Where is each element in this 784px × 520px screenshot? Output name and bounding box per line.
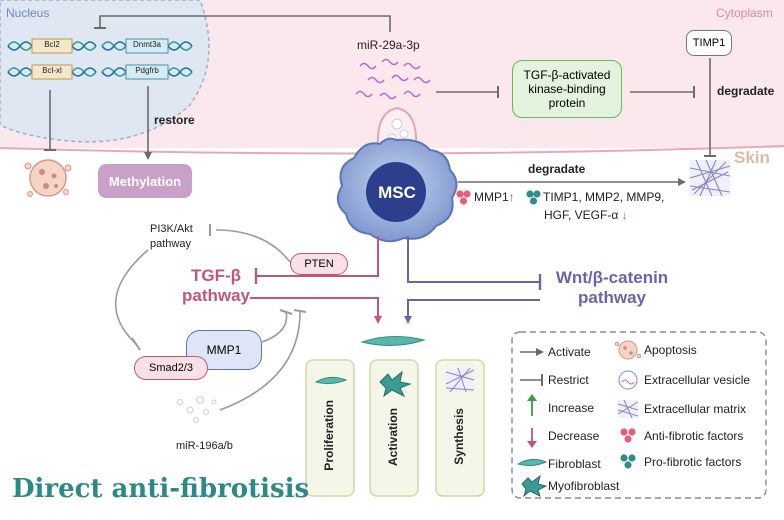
panel-synthesis	[435, 359, 485, 497]
legend-increase: Increase	[548, 401, 595, 415]
wnt-restrict-line	[407, 236, 540, 283]
vesicle	[399, 129, 409, 139]
decrease-arrow-icon: ↓	[621, 208, 628, 222]
vesicle-legend-mirna-icon	[621, 379, 635, 385]
mir196-restrict-bar	[293, 309, 307, 313]
gene-box-bcl2	[31, 38, 73, 54]
legend-restrict: Restrict	[548, 373, 589, 387]
legend-apoptosis: Apoptosis	[644, 343, 697, 357]
pi3k-smad-restrict-line	[114, 249, 149, 345]
mir196-restrict-line	[219, 311, 301, 411]
gene-box-pdgfrb	[125, 64, 169, 80]
msc-cell	[336, 137, 458, 243]
mirna-196-label: miR-196a/b	[176, 440, 233, 452]
vesicle	[391, 118, 403, 130]
mirna-196-vesicles	[177, 396, 217, 423]
gene-box-dnmt3a	[125, 38, 169, 54]
central-fibroblast	[360, 336, 426, 346]
mirna-29-label: miR-29a-3p	[357, 38, 420, 52]
legend-pro-fibrotic: Pro-fibrotic factors	[644, 455, 742, 469]
mmp1-tgf-restrict-line	[261, 311, 288, 343]
legend-fibroblast: Fibroblast	[548, 457, 601, 471]
tgfb-activate-arrow	[250, 297, 382, 324]
methylation-box: Methylation	[98, 164, 192, 198]
fibroblast-icon	[314, 376, 348, 385]
restore-label: restore	[154, 113, 195, 127]
activation-label: Activation	[386, 408, 400, 467]
matrix-legend-icon	[617, 399, 639, 419]
factor-hgf-vegf: HGF, VEGF-α	[544, 208, 619, 222]
anti-fibrotic-dots-inline	[456, 190, 471, 205]
pi3k-smad-restrict-bar	[131, 337, 141, 351]
proliferation-label: Proliferation	[322, 400, 336, 471]
gene-dnmt3a: Dnmt3a	[132, 40, 161, 49]
gene-pdgfrb: Pdgfrb	[135, 66, 159, 75]
legend-myofibroblast: Myofibroblast	[548, 479, 620, 493]
footer-title: Direct anti-fibrotisis	[12, 474, 310, 504]
timp1-box: TIMP1	[686, 30, 732, 56]
tak-binding-protein-box: TGF-β-activated kinase-binding protein	[512, 60, 622, 118]
matrix-icon	[445, 367, 475, 393]
arrow-increase-head-icon	[527, 394, 537, 401]
increase-arrow-icon: ↑	[508, 190, 515, 204]
synthesis-label: Synthesis	[452, 408, 466, 465]
gene-box-bclxl	[31, 64, 73, 80]
pro-fibrotic-dots-inline	[526, 190, 541, 205]
factor-pro-fibrotic-list: TIMP1, MMP2, MMP9,	[543, 190, 665, 204]
legend-activate: Activate	[548, 345, 591, 359]
legend-vesicle: Extracellular vesicle	[644, 373, 751, 387]
anti-fibrotic-legend-icon	[620, 428, 636, 443]
factors-line-2: HGF, VEGF-α ↓	[544, 208, 628, 222]
pi3k-akt-label: PI3K/Akt pathway	[150, 223, 193, 250]
gene-bclxl: Bcl-xl	[42, 66, 62, 75]
panel-proliferation	[305, 359, 355, 497]
mir29-restrict-line	[99, 15, 391, 32]
pro-fibrotic-legend-icon	[620, 454, 636, 469]
dna-strands	[7, 41, 193, 77]
fibroblast-legend-icon	[516, 458, 548, 467]
factor-mmp1: MMP1	[474, 190, 509, 204]
pten-pi3k-restrict-line	[215, 229, 291, 263]
tgfb-pathway-label: TGF-β pathway	[181, 266, 251, 305]
degradate-mid-label: degradate	[528, 162, 586, 176]
mirna-29-cluster	[355, 58, 431, 100]
wnt-activate-arrow	[404, 299, 540, 324]
tgfb-restrict-line	[256, 236, 379, 277]
extracellular-matrix-skin	[689, 159, 731, 197]
msc-label: MSC	[378, 183, 416, 202]
cytoplasm-label: Cytoplasm	[716, 6, 773, 20]
gene-bcl2: Bcl2	[44, 40, 60, 49]
legend-matrix: Extracellular matrix	[644, 402, 747, 416]
legend-decrease: Decrease	[548, 429, 600, 443]
vesicle-legend-icon	[618, 370, 638, 390]
nucleus-label: Nucleus	[6, 6, 50, 20]
apoptosis-legend-icon	[614, 340, 642, 360]
smad23-chip: Smad2/3	[134, 356, 208, 380]
legend-box	[511, 331, 767, 499]
factors-line-1: MMP1↑	[474, 190, 515, 204]
panel-activation	[369, 359, 419, 497]
pten-chip: PTEN	[290, 253, 348, 275]
legend-anti-fibrotic: Anti-fibrotic factors	[644, 429, 744, 443]
arrow-decrease-head-icon	[527, 441, 537, 448]
mmp1-tgf-restrict-bar	[279, 309, 293, 315]
wnt-pathway-label: Wnt/β-catenin pathway	[555, 268, 669, 307]
degradate-right-label: degradate	[717, 84, 775, 98]
myofibroblast-icon	[379, 370, 412, 398]
skin-label: Skin	[734, 148, 770, 167]
myofibroblast-legend-icon	[521, 474, 548, 498]
apoptosis-cell	[24, 159, 72, 197]
